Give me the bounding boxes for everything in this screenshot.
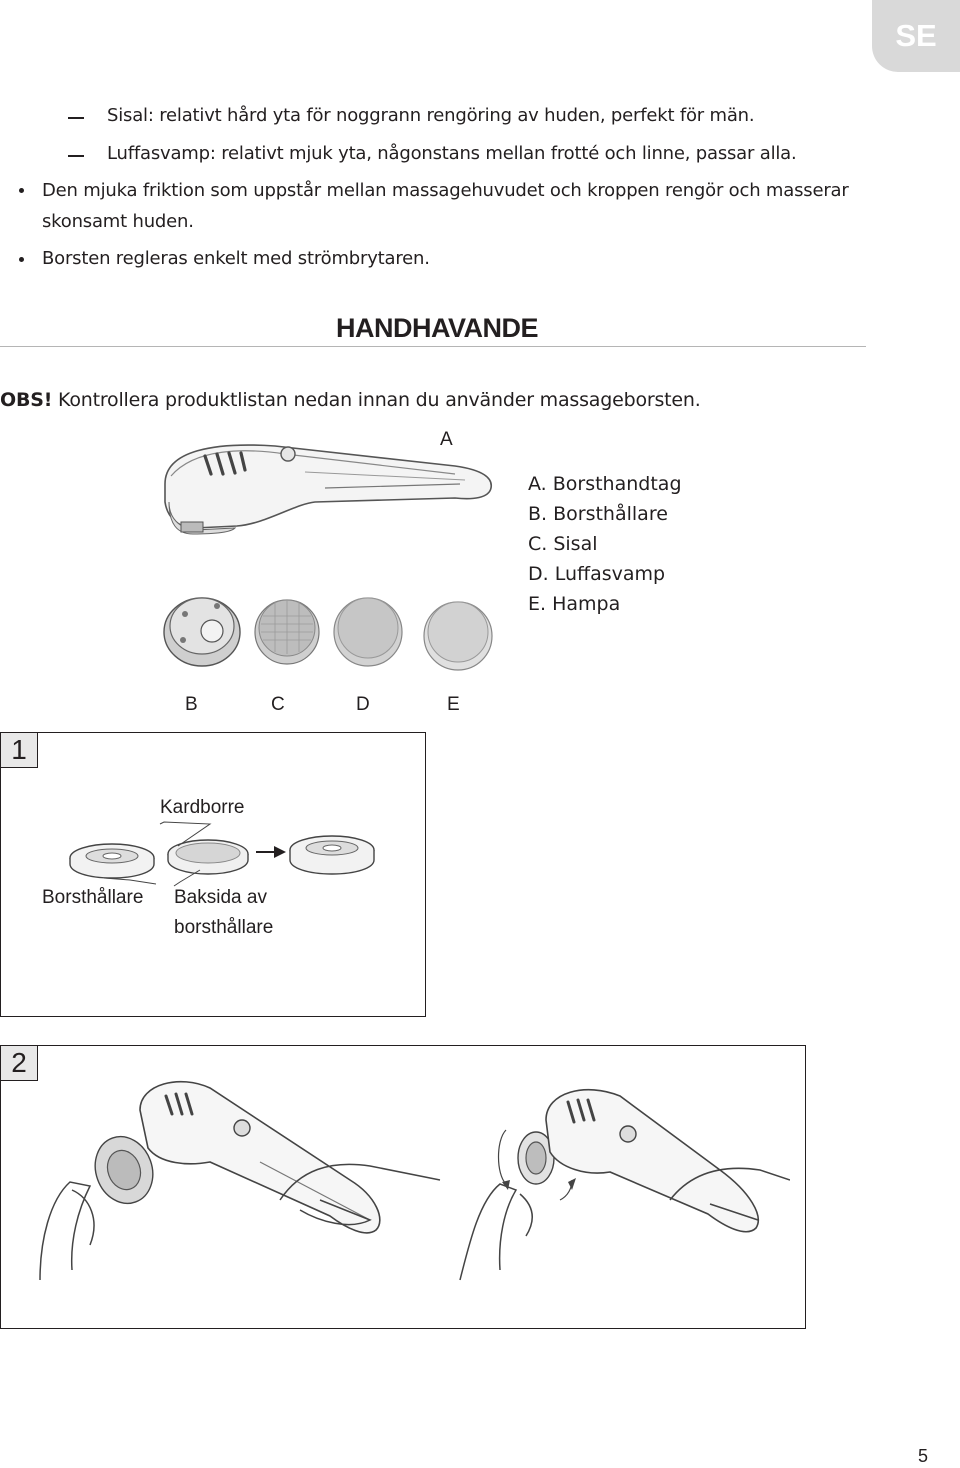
section-title: HANDHAVANDE	[336, 313, 539, 343]
label-d: D	[356, 694, 370, 715]
label-e: E	[447, 694, 460, 715]
dash-item-luffa: Luffasvamp: relativt mjuk yta, någonstan…	[107, 143, 797, 164]
step1-panel	[0, 732, 426, 1017]
parts-legend: A. Borsthandtag B. Borsthållare C. Sisal…	[528, 469, 682, 619]
obs-text: Kontrollera produktlistan nedan innan du…	[52, 389, 701, 411]
bullet-marker	[19, 188, 24, 193]
step2-illustration	[39, 1080, 790, 1281]
step1-number: 1	[0, 732, 38, 768]
obs-note: OBS! Kontrollera produktlistan nedan inn…	[0, 387, 701, 413]
step2-number: 2	[0, 1045, 38, 1081]
product-parts-illustration	[163, 444, 493, 671]
label-c: C	[271, 694, 285, 715]
dash-marker	[68, 155, 84, 157]
label-back-line2: borsthållare	[174, 917, 274, 938]
dash-marker	[68, 117, 84, 119]
bullet-friction-line1: Den mjuka friktion som uppstår mellan ma…	[42, 180, 849, 201]
legend-item: A. Borsthandtag	[528, 473, 682, 495]
legend-item: B. Borsthållare	[528, 503, 668, 525]
label-a: A	[440, 429, 453, 450]
bullet-marker	[19, 257, 24, 262]
bullet-friction-line2: skonsamt huden.	[42, 211, 194, 232]
page-number: 5	[917, 1446, 928, 1466]
label-holder: Borsthållare	[42, 887, 144, 908]
label-kardborre: Kardborre	[160, 797, 245, 818]
language-tab: SE	[872, 0, 960, 72]
step1-illustration	[69, 821, 375, 887]
legend-item: E. Hampa	[528, 593, 621, 615]
step2-panel	[0, 1045, 806, 1329]
legend-item: C. Sisal	[528, 533, 598, 555]
heading-divider	[0, 346, 866, 347]
dash-item-sisal: Sisal: relativt hård yta för noggrann re…	[107, 105, 755, 126]
legend-item: D. Luffasvamp	[528, 563, 666, 585]
obs-label: OBS!	[0, 389, 53, 411]
label-back-line1: Baksida av	[174, 887, 267, 908]
label-b: B	[185, 694, 198, 715]
bullet-switch: Borsten regleras enkelt med strömbrytare…	[42, 248, 430, 269]
